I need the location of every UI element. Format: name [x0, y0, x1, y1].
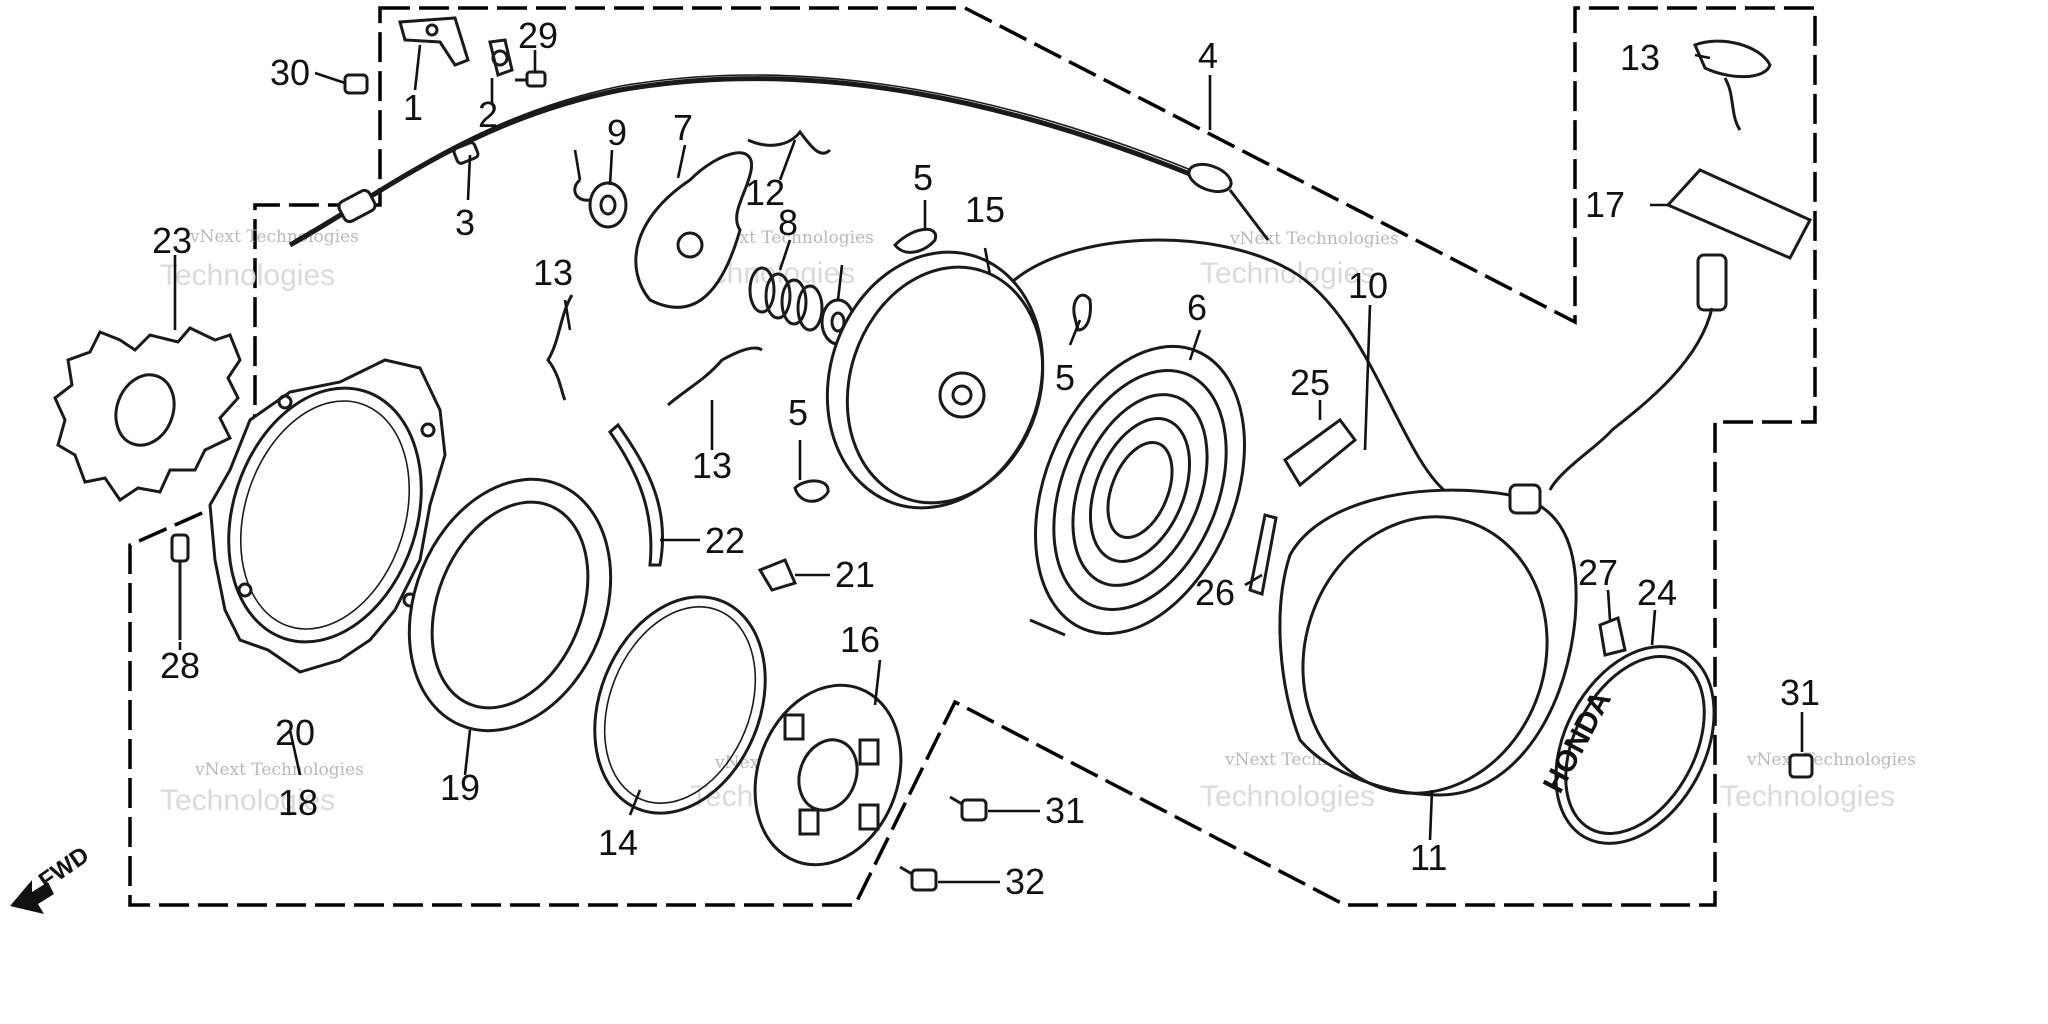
- callout: 31: [1045, 790, 1085, 831]
- part-pawl-5a: [893, 227, 938, 254]
- callout: 31: [1780, 672, 1820, 713]
- part-plate-7: [634, 151, 754, 309]
- callout: 8: [778, 202, 798, 243]
- part-bolt-30: [515, 70, 547, 88]
- callout: 21: [835, 554, 875, 595]
- part-bolt-29: [170, 533, 190, 640]
- callout: 29: [518, 15, 558, 56]
- part-clip-10: [573, 178, 591, 202]
- part-rope: [1011, 238, 1451, 497]
- callout-labels: 1 2 3 4 5 5 5 6 7 8 9 10 11 12 13 13 13 …: [152, 15, 1820, 902]
- callout: 17: [1585, 184, 1625, 225]
- callout: 3: [455, 202, 475, 243]
- part-spring-13a: [747, 129, 832, 155]
- svg-text:vNext Technologies: vNext Technologies: [1746, 750, 1916, 770]
- callout: 10: [1348, 265, 1388, 306]
- part-spring-8: [748, 266, 824, 332]
- part-pawl-5c: [793, 479, 830, 503]
- callout: 9: [607, 112, 627, 153]
- callout: 30: [270, 52, 310, 93]
- part-plate-27: [1248, 513, 1278, 596]
- callout: 13: [533, 252, 573, 293]
- part-cap: [1693, 39, 1772, 131]
- callout: 16: [840, 619, 880, 660]
- svg-text:vNext Technologies: vNext Technologies: [189, 227, 359, 247]
- callout: 24: [1637, 572, 1677, 613]
- svg-text:vNext Technologies: vNext Technologies: [1229, 229, 1399, 249]
- assembly-boundary: [128, 6, 1817, 907]
- callout: 6: [1187, 287, 1207, 328]
- part-spring-13c: [667, 346, 763, 407]
- callout: 2: [478, 94, 498, 135]
- part-bolt-31-top: [343, 73, 369, 95]
- part-flange: [53, 326, 242, 503]
- part-washer-9: [588, 181, 628, 229]
- callout: 5: [913, 157, 933, 198]
- part-clip-22: [757, 558, 798, 592]
- part-ratchet: [753, 683, 903, 867]
- svg-text:Technologies: Technologies: [160, 259, 335, 292]
- leader-lines: [173, 44, 1804, 884]
- part-friction-spring: [593, 595, 767, 815]
- callout: 7: [673, 107, 693, 148]
- callout: 15: [965, 189, 1005, 230]
- part-spring-23: [608, 422, 665, 567]
- callout: 11: [1410, 837, 1447, 878]
- part-recoil-spring: [1029, 344, 1246, 637]
- part-clamp: [488, 38, 514, 77]
- part-pawl-5b: [1072, 293, 1092, 332]
- callout: 22: [705, 520, 745, 561]
- svg-text:Technologies: Technologies: [1720, 780, 1895, 813]
- part-clip-28: [1598, 615, 1627, 657]
- part-handle: [1548, 168, 1813, 491]
- part-reel: [825, 250, 1045, 510]
- svg-text:vNext Technologies: vNext Technologies: [194, 760, 364, 780]
- callout: 1: [403, 87, 423, 128]
- callout: 18: [278, 782, 318, 823]
- fwd-label: FWD: [34, 841, 94, 894]
- callout: 13: [692, 445, 732, 486]
- callout: 4: [1198, 35, 1218, 76]
- part-plate-26: [1283, 417, 1358, 488]
- callout: 27: [1578, 552, 1618, 593]
- callout: 5: [1055, 357, 1075, 398]
- callout: 23: [152, 220, 192, 261]
- svg-text:vNext Technologies: vNext Technologies: [704, 228, 874, 248]
- part-starter-case: [208, 358, 447, 674]
- callout: 25: [1290, 362, 1330, 403]
- part-bolt-32a: [949, 795, 988, 822]
- fwd-arrow: FWD: [10, 841, 94, 914]
- part-recoil-cover: [1278, 483, 1578, 797]
- part-bracket: [398, 16, 470, 67]
- svg-text:Technologies: Technologies: [160, 784, 335, 817]
- callout: 13: [1620, 37, 1660, 78]
- part-bolt-31-right: [1788, 753, 1814, 779]
- callout: 5: [788, 392, 808, 433]
- svg-text:Technologies: Technologies: [1200, 780, 1375, 813]
- callout: 19: [440, 767, 480, 808]
- callout: 12: [745, 172, 785, 213]
- part-bolt-32b: [899, 865, 938, 892]
- svg-text:Technologies: Technologies: [1200, 257, 1375, 290]
- part-spring-13b: [546, 294, 574, 401]
- part-ring: [407, 477, 613, 733]
- callout: 20: [275, 712, 315, 753]
- callout: 32: [1005, 861, 1045, 902]
- callout: 14: [598, 822, 638, 863]
- callout: 28: [160, 645, 200, 686]
- callout: 26: [1195, 572, 1235, 613]
